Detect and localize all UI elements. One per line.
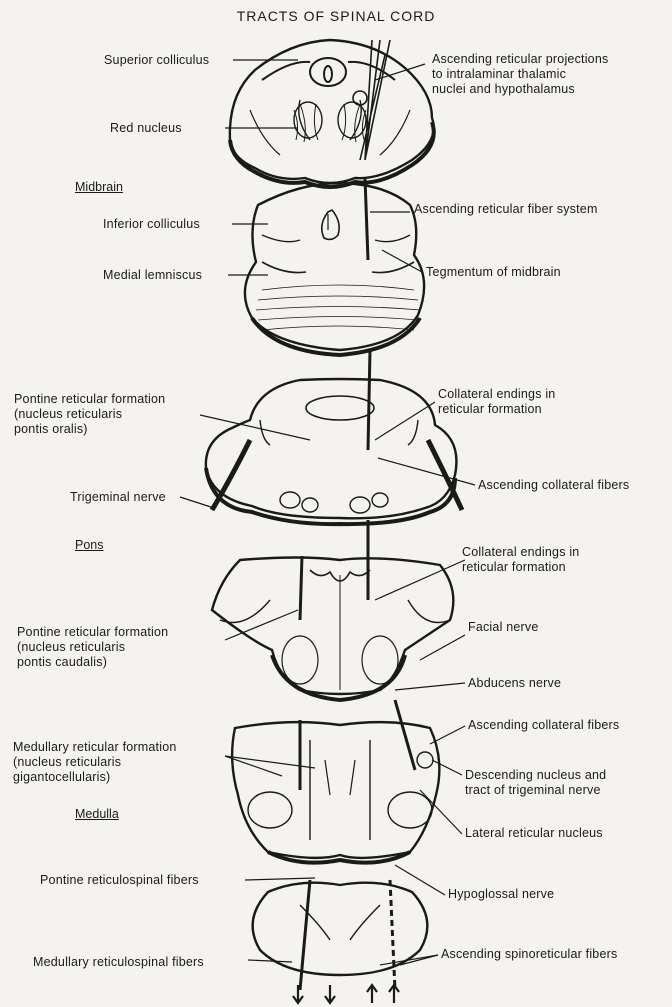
label-ascending-reticular-fiber-system: Ascending reticular fiber system: [414, 202, 598, 217]
upper-pons-section: [206, 379, 462, 524]
label-collateral-endings-1: Collateral endings in reticular formatio…: [438, 387, 555, 417]
lower-pons-section: [212, 558, 453, 701]
label-abducens-nerve: Abducens nerve: [468, 676, 561, 691]
label-pontine-reticular-formation-caudalis: Pontine reticular formation (nucleus ret…: [17, 625, 168, 670]
section-label-medulla: Medulla: [75, 807, 119, 821]
label-medial-lemniscus: Medial lemniscus: [103, 268, 202, 283]
label-inferior-colliculus: Inferior colliculus: [103, 217, 200, 232]
label-ascending-spinoreticular-fibers: Ascending spinoreticular fibers: [441, 947, 617, 962]
label-red-nucleus: Red nucleus: [110, 121, 182, 136]
diagram-title: TRACTS OF SPINAL CORD: [0, 8, 672, 24]
label-hypoglossal-nerve: Hypoglossal nerve: [448, 887, 554, 902]
upper-midbrain-section: [230, 40, 434, 187]
label-descending-nucleus-trigeminal: Descending nucleus and tract of trigemin…: [465, 768, 606, 798]
lower-midbrain-section: [245, 183, 424, 355]
label-ascending-reticular-projections: Ascending reticular projections to intra…: [432, 52, 608, 97]
label-medullary-reticulospinal-fibers: Medullary reticulospinal fibers: [33, 955, 204, 970]
label-trigeminal-nerve: Trigeminal nerve: [70, 490, 166, 505]
label-facial-nerve: Facial nerve: [468, 620, 539, 635]
fiber-arrows: [293, 985, 399, 1003]
label-ascending-collateral-fibers-1: Ascending collateral fibers: [478, 478, 629, 493]
label-pontine-reticular-formation-oralis: Pontine reticular formation (nucleus ret…: [14, 392, 234, 437]
label-collateral-endings-2: Collateral endings in reticular formatio…: [462, 545, 579, 575]
section-label-midbrain: Midbrain: [75, 180, 123, 194]
label-superior-colliculus: Superior colliculus: [104, 53, 209, 68]
label-tegmentum-of-midbrain: Tegmentum of midbrain: [426, 265, 561, 280]
section-label-pons: Pons: [75, 538, 104, 552]
label-pontine-reticulospinal-fibers: Pontine reticulospinal fibers: [40, 873, 199, 888]
label-ascending-collateral-fibers-2: Ascending collateral fibers: [468, 718, 619, 733]
label-lateral-reticular-nucleus: Lateral reticular nucleus: [465, 826, 603, 841]
label-medullary-reticular-formation: Medullary reticular formation (nucleus r…: [13, 740, 177, 785]
